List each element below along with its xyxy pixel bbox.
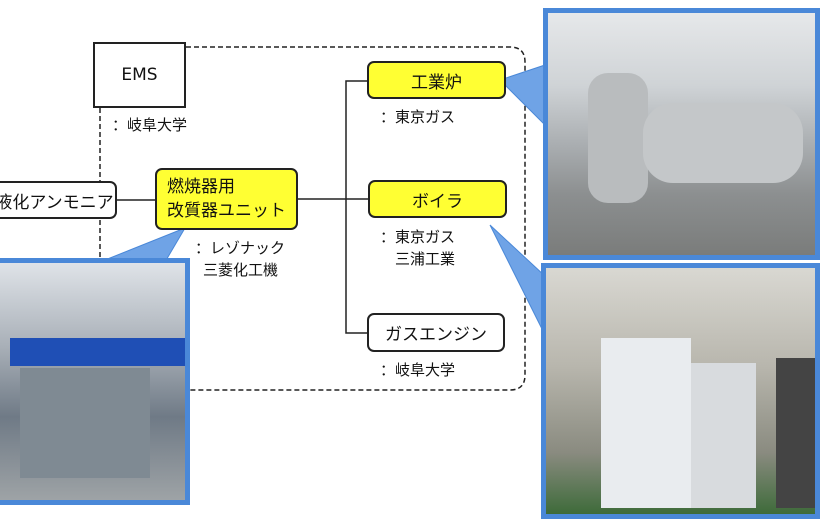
boiler-box: ボイラ [368, 180, 507, 218]
engine-org: ：岐阜大学 [380, 361, 456, 379]
boiler-org: ：東京ガス三浦工業 [380, 226, 455, 270]
reformer-org-2: 三菱化工機 [203, 261, 279, 279]
ems-label: EMS [121, 65, 158, 85]
reformer-box: 燃焼器用 改質器ユニット [155, 168, 298, 230]
furnace-photo [543, 8, 820, 260]
furnace-label: 工業炉 [411, 72, 462, 93]
boiler-photo [541, 263, 820, 519]
ems-box: EMS [93, 42, 186, 108]
boiler-label: ボイラ [412, 191, 463, 212]
boiler-org-2: 三浦工業 [395, 250, 456, 268]
reformer-org-1: ：レゾナック [195, 239, 286, 257]
reformer-org: ：レゾナック三菱化工機 [195, 237, 285, 281]
engine-box: ガスエンジン [367, 313, 505, 352]
reformer-label-1: 燃焼器用 [167, 177, 235, 197]
furnace-box: 工業炉 [367, 61, 506, 99]
ems-org: ：岐阜大学 [112, 116, 188, 134]
reformer-photo [0, 258, 190, 505]
boiler-org-1: ：東京ガス [380, 228, 456, 246]
ammonia-box: 液化アンモニア [0, 181, 117, 219]
reformer-label-2: 改質器ユニット [167, 201, 286, 221]
engine-label: ガスエンジン [385, 325, 487, 345]
furnace-org: ：東京ガス [380, 108, 456, 126]
ammonia-label: 液化アンモニア [0, 192, 114, 213]
